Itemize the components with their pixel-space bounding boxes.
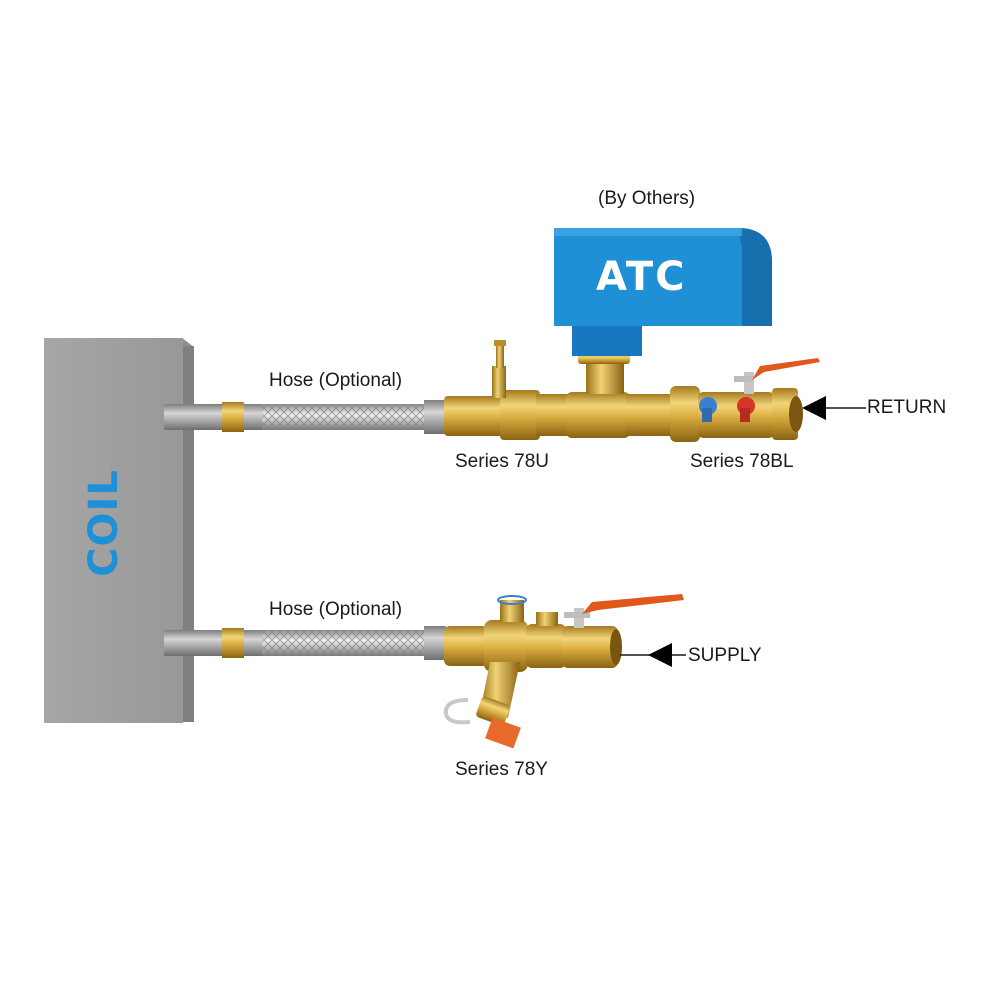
by-others-label: (By Others) [598,188,696,209]
coil-label: COIL [81,469,127,577]
coil-block [44,338,194,723]
series-78bl-valve [670,358,820,442]
hose-bottom-label: Hose (Optional) [269,599,403,620]
series-78y-valve [443,594,684,749]
series-78u-valve [444,340,570,440]
supply-hose [262,626,446,660]
return-hose [262,400,446,434]
supply-pipe-stub [164,628,264,658]
series-78y-label: Series 78Y [455,759,548,780]
return-label: RETURN [867,397,947,418]
return-arrow [802,396,866,420]
atc-label: ATC [596,254,687,300]
supply-label: SUPPLY [688,645,762,666]
return-pipe-stub [164,402,264,432]
hose-top-label: Hose (Optional) [269,370,403,391]
series-78bl-label: Series 78BL [690,451,794,472]
atc-actuator [554,228,772,356]
supply-arrow [620,643,686,667]
control-valve-body [566,354,674,438]
series-78u-label: Series 78U [455,451,549,472]
